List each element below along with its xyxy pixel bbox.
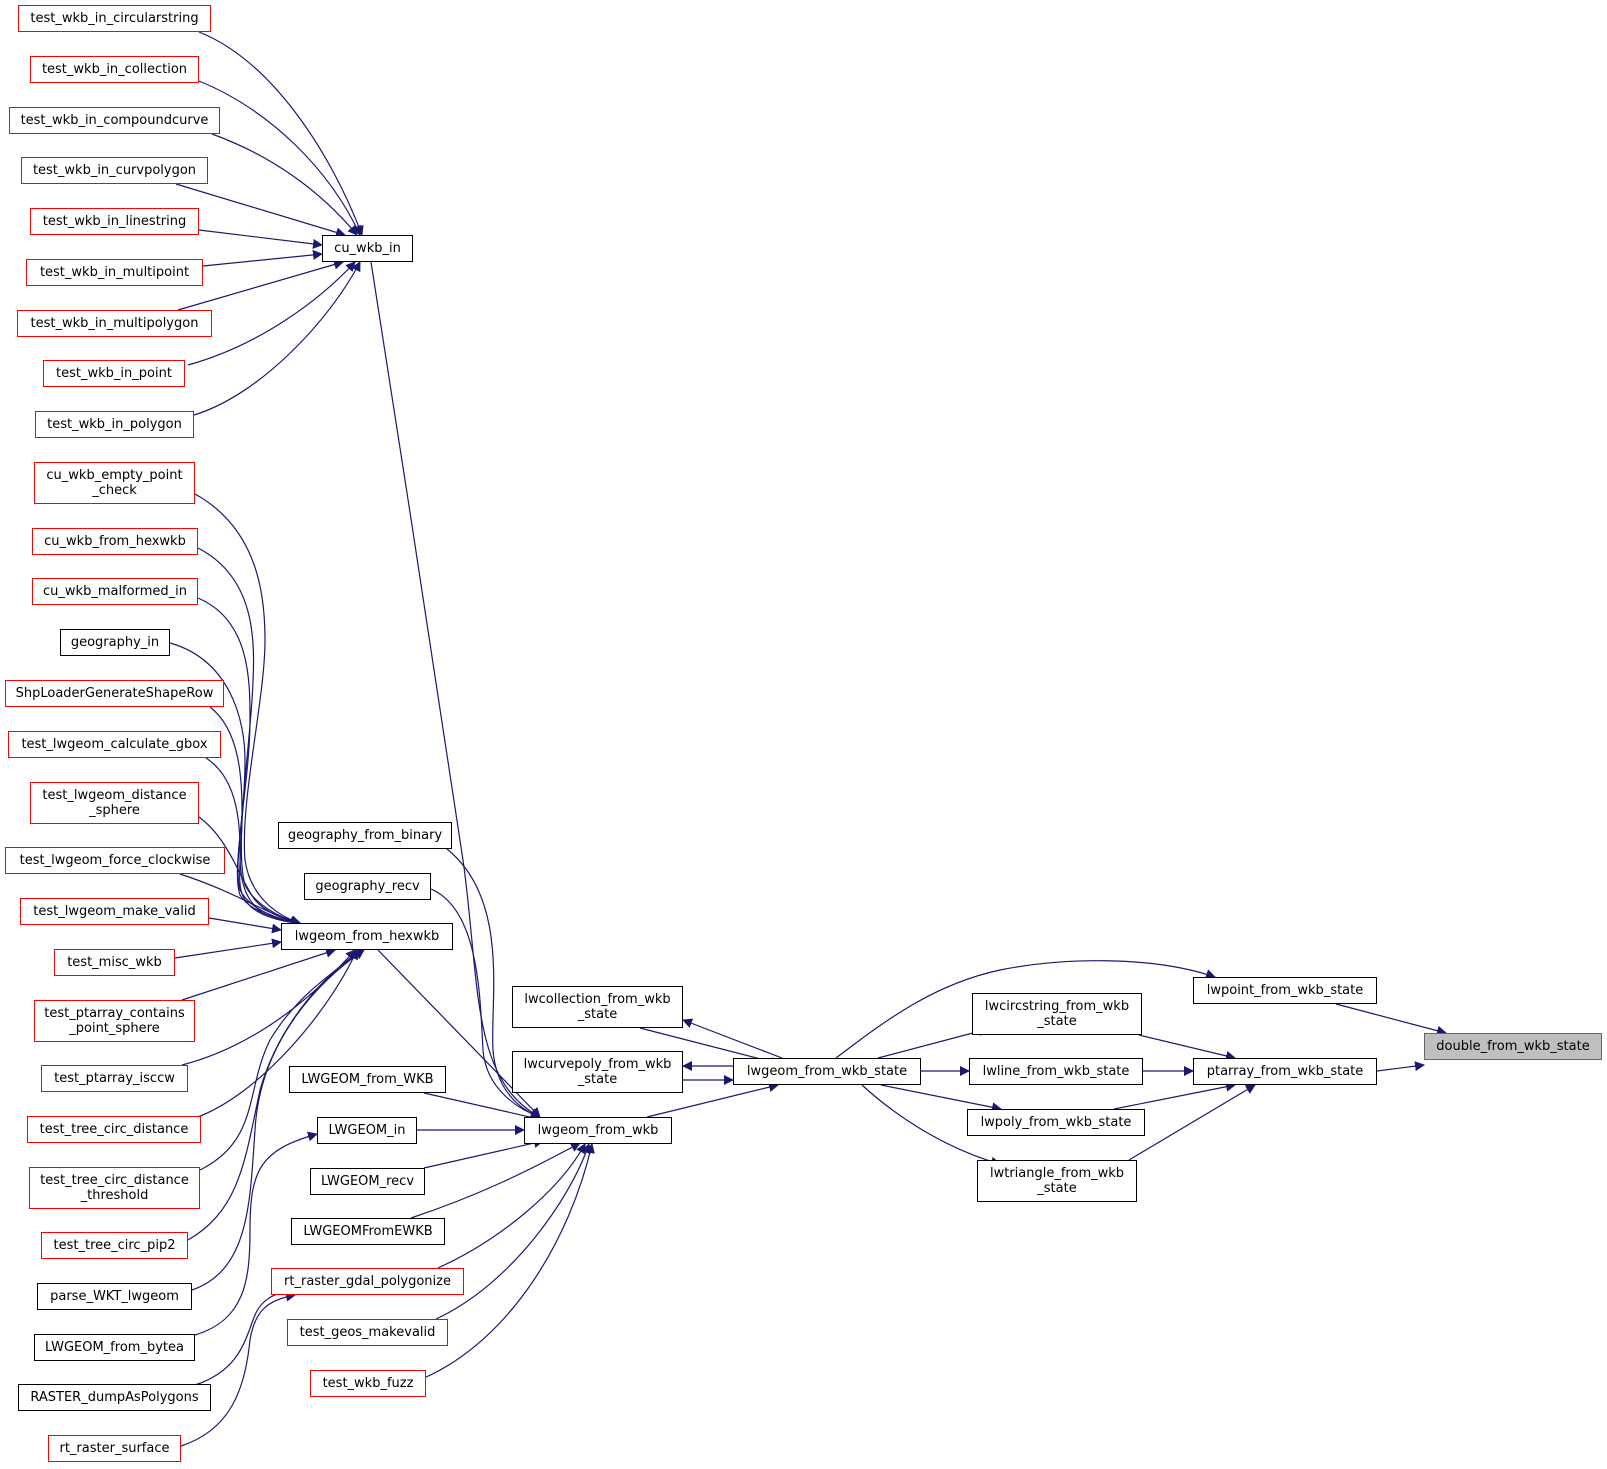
node-cu-wkb-empty-point-check[interactable]: cu_wkb_empty_point _check <box>34 462 195 504</box>
edge-lwgeom_from_wkb-to-lwgeom_from_wkb_state <box>646 1082 779 1118</box>
edge-LWGEOM_recv-to-lwgeom_from_wkb <box>423 1138 544 1169</box>
edge-test_wkb_in_circularstring-to-cu_wkb_in <box>198 31 364 236</box>
node-lwtriangle-from-wkb-state[interactable]: lwtriangle_from_wkb _state <box>977 1160 1137 1202</box>
node-test-wkb-in-multipoint[interactable]: test_wkb_in_multipoint <box>26 259 203 286</box>
node-LWGEOM-from-WKB[interactable]: LWGEOM_from_WKB <box>289 1066 446 1093</box>
node-test-wkb-in-linestring[interactable]: test_wkb_in_linestring <box>30 208 199 235</box>
edge-rt_raster_gdal_polygonize-to-lwgeom_from_wkb <box>437 1143 586 1269</box>
node-test-ptarray-contains-point-sphere[interactable]: test_ptarray_contains _point_sphere <box>34 1000 195 1042</box>
node-test-wkb-in-curvpolygon[interactable]: test_wkb_in_curvpolygon <box>21 157 208 184</box>
node-test-wkb-in-multipolygon[interactable]: test_wkb_in_multipolygon <box>17 310 212 337</box>
node-rt-raster-surface[interactable]: rt_raster_surface <box>48 1435 181 1462</box>
edge-test_wkb_in_collection-to-cu_wkb_in <box>198 80 361 236</box>
node-LWGEOMFromEWKB[interactable]: LWGEOMFromEWKB <box>291 1218 445 1245</box>
node-cu-wkb-in[interactable]: cu_wkb_in <box>322 235 413 262</box>
edge-cu_wkb_from_hexwkb-to-lwgeom_from_hexwkb <box>197 547 301 926</box>
node-lwcurvepoly-from-wkb-state[interactable]: lwcurvepoly_from_wkb _state <box>512 1051 683 1093</box>
edge-ptarray_from_wkb_state-to-double_from_wkb_state <box>1376 1061 1425 1072</box>
node-lwpoly-from-wkb-state[interactable]: lwpoly_from_wkb_state <box>967 1109 1145 1136</box>
edge-test_ptarray_isccw-to-lwgeom_from_hexwkb <box>181 949 356 1066</box>
node-test-lwgeom-force-clockwise[interactable]: test_lwgeom_force_clockwise <box>5 847 225 874</box>
edge-test_wkb_in_linestring-to-cu_wkb_in <box>198 229 323 249</box>
edge-test_wkb_in_multipoint-to-cu_wkb_in <box>202 249 323 267</box>
node-test-wkb-fuzz[interactable]: test_wkb_fuzz <box>310 1370 426 1397</box>
edge-test_wkb_in_compoundcurve-to-cu_wkb_in <box>211 133 358 236</box>
node-cu-wkb-malformed-in[interactable]: cu_wkb_malformed_in <box>32 578 198 605</box>
edge-test_misc_wkb-to-lwgeom_from_hexwkb <box>174 938 282 959</box>
edge-lwtriangle_from_wkb_state-to-ptarray_from_wkb_state <box>1128 1084 1256 1161</box>
edge-cu_wkb_malformed_in-to-lwgeom_from_hexwkb <box>197 597 301 927</box>
node-test-wkb-in-polygon[interactable]: test_wkb_in_polygon <box>35 411 194 438</box>
node-test-tree-circ-pip2[interactable]: test_tree_circ_pip2 <box>41 1232 188 1259</box>
node-lwcircstring-from-wkb-state[interactable]: lwcircstring_from_wkb _state <box>972 993 1142 1035</box>
node-lwpoint-from-wkb-state[interactable]: lwpoint_from_wkb_state <box>1193 977 1377 1004</box>
edge-test_ptarray_contains_point_sphere-to-lwgeom_from_hexwkb <box>181 948 336 1001</box>
edge-parse_WKT_lwgeom-to-lwgeom_from_hexwkb <box>191 949 365 1291</box>
edge-lwgeom_from_wkb_state-to-lwpoly_from_wkb_state <box>880 1084 1002 1113</box>
edge-test_lwgeom_force_clockwise-to-lwgeom_from_hexwkb <box>179 873 301 927</box>
edge-lwgeom_from_wkb_state-to-lwcircstring_from_wkb_state <box>877 1026 989 1059</box>
node-LWGEOM-from-bytea[interactable]: LWGEOM_from_bytea <box>34 1334 195 1361</box>
node-test-ptarray-isccw[interactable]: test_ptarray_isccw <box>41 1065 188 1092</box>
edge-lwpoint_from_wkb_state-to-double_from_wkb_state <box>1335 1003 1447 1036</box>
node-lwcollection-from-wkb-state[interactable]: lwcollection_from_wkb _state <box>512 986 683 1028</box>
node-cu-wkb-from-hexwkb[interactable]: cu_wkb_from_hexwkb <box>32 528 198 555</box>
edge-lwgeom_from_wkb_state-to-lwcollection_from_wkb_state <box>682 1018 783 1059</box>
edge-test_wkb_in_polygon-to-cu_wkb_in <box>193 261 361 416</box>
node-test-wkb-in-circularstring[interactable]: test_wkb_in_circularstring <box>18 5 211 32</box>
node-test-wkb-in-compoundcurve[interactable]: test_wkb_in_compoundcurve <box>9 107 220 134</box>
node-test-misc-wkb[interactable]: test_misc_wkb <box>54 949 175 976</box>
edge-test_tree_circ_pip2-to-lwgeom_from_hexwkb <box>187 949 363 1241</box>
node-test-wkb-in-collection[interactable]: test_wkb_in_collection <box>30 56 199 83</box>
edge-lwgeom_from_wkb_state-to-lwtriangle_from_wkb_state <box>861 1084 1001 1167</box>
node-test-tree-circ-distance-threshold[interactable]: test_tree_circ_distance _threshold <box>29 1167 200 1209</box>
edge-cu_wkb_in-to-lwgeom_from_wkb <box>370 261 541 1118</box>
edge-LWGEOM_from_bytea-to-LWGEOM_in <box>194 1131 318 1336</box>
node-LWGEOM-recv[interactable]: LWGEOM_recv <box>310 1168 425 1195</box>
edge-test_wkb_in_multipolygon-to-cu_wkb_in <box>177 259 344 311</box>
node-LWGEOM-in[interactable]: LWGEOM_in <box>317 1117 417 1144</box>
node-RASTER-dumpAsPolygons[interactable]: RASTER_dumpAsPolygons <box>18 1384 211 1411</box>
edge-test_geos_makevalid-to-lwgeom_from_wkb <box>435 1143 591 1320</box>
node-geography-in[interactable]: geography_in <box>60 629 170 656</box>
edge-test_wkb_in_point-to-cu_wkb_in <box>187 261 356 366</box>
edge-LWGEOM_from_WKB-to-lwgeom_from_wkb <box>423 1092 544 1123</box>
edge-test_wkb_in_curvpolygon-to-cu_wkb_in <box>175 183 346 238</box>
edge-geography_recv-to-lwgeom_from_wkb <box>430 888 541 1119</box>
node-geography-from-binary[interactable]: geography_from_binary <box>278 822 452 849</box>
edge-test_lwgeom_make_valid-to-lwgeom_from_hexwkb <box>208 917 282 934</box>
node-lwgeom-from-hexwkb[interactable]: lwgeom_from_hexwkb <box>281 923 453 950</box>
node-test-tree-circ-distance[interactable]: test_tree_circ_distance <box>27 1116 201 1143</box>
node-lwline-from-wkb-state[interactable]: lwline_from_wkb_state <box>969 1058 1143 1085</box>
node-rt-raster-gdal-polygonize[interactable]: rt_raster_gdal_polygonize <box>271 1268 464 1295</box>
edge-test_tree_circ_distance-to-lwgeom_from_hexwkb <box>194 949 358 1119</box>
node-test-lwgeom-make-valid[interactable]: test_lwgeom_make_valid <box>20 898 209 925</box>
node-lwgeom-from-wkb[interactable]: lwgeom_from_wkb <box>524 1117 672 1144</box>
edge-test_lwgeom_calculate_gbox-to-lwgeom_from_hexwkb <box>205 757 301 928</box>
edge-cu_wkb_empty_point_check-to-lwgeom_from_hexwkb <box>194 493 301 926</box>
node-parse-WKT-lwgeom[interactable]: parse_WKT_lwgeom <box>37 1283 192 1310</box>
edge-test_wkb_fuzz-to-lwgeom_from_wkb <box>423 1143 595 1379</box>
node-lwgeom-from-wkb-state[interactable]: lwgeom_from_wkb_state <box>733 1058 921 1085</box>
node-test-lwgeom-calculate-gbox[interactable]: test_lwgeom_calculate_gbox <box>8 731 221 758</box>
node-ShpLoaderGenerateShapeRow[interactable]: ShpLoaderGenerateShapeRow <box>5 680 224 707</box>
node-double-from-wkb-state: double_from_wkb_state <box>1424 1033 1602 1060</box>
edge-lwpoly_from_wkb_state-to-ptarray_from_wkb_state <box>1113 1081 1236 1110</box>
edge-geography_from_binary-to-lwgeom_from_wkb <box>446 848 541 1119</box>
node-test-geos-makevalid[interactable]: test_geos_makevalid <box>287 1319 448 1346</box>
node-geography-recv[interactable]: geography_recv <box>304 873 431 900</box>
edge-rt_raster_surface-to-rt_raster_gdal_polygonize <box>180 1291 296 1447</box>
node-test-wkb-in-point[interactable]: test_wkb_in_point <box>43 360 185 387</box>
node-test-lwgeom-distance-sphere[interactable]: test_lwgeom_distance _sphere <box>30 782 199 824</box>
edge-LWGEOMFromEWKB-to-lwgeom_from_wkb <box>410 1142 581 1219</box>
edge-lwgeom_from_wkb_state-to-lwpoint_from_wkb_state <box>835 960 1216 1059</box>
node-ptarray-from-wkb-state[interactable]: ptarray_from_wkb_state <box>1193 1058 1377 1085</box>
edge-lwcircstring_from_wkb_state-to-ptarray_from_wkb_state <box>1138 1034 1236 1061</box>
